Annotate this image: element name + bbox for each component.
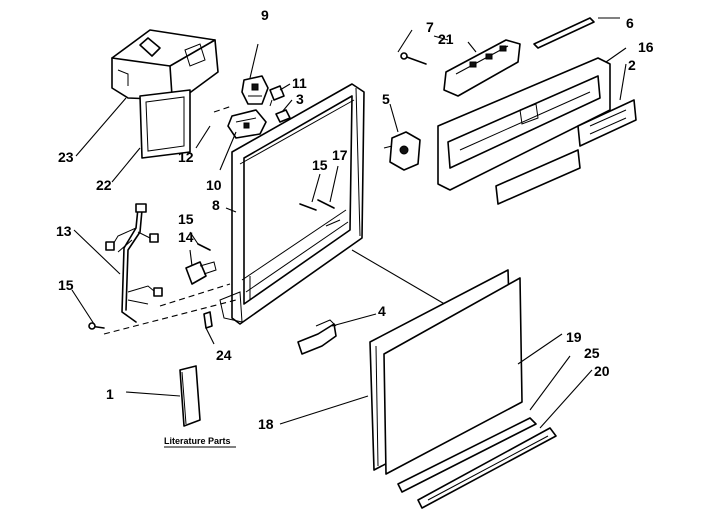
callout-labels: 9 7 21 6 16 2 11 3 5 12 23 15 17 22 10 8… (56, 7, 654, 432)
part-15-screw-left (197, 243, 211, 251)
part-6-trim-strip (533, 17, 595, 49)
leader-lines (71, 17, 627, 429)
part-18-door-panel (369, 269, 523, 475)
part-12-screw-path (213, 105, 233, 113)
part-2-touchpad-overlay (577, 99, 637, 147)
part-14-door-switch (185, 261, 217, 285)
label-17: 17 (332, 147, 348, 163)
harness-path (159, 283, 231, 307)
label-12: 12 (178, 149, 194, 165)
label-3: 3 (296, 91, 304, 107)
literature-caption-group: Literature Parts (164, 436, 236, 448)
label-10: 10 (206, 177, 222, 193)
label-15-left: 15 (178, 211, 194, 227)
part-7-screw (400, 52, 427, 65)
label-22: 22 (96, 177, 112, 193)
label-16: 16 (638, 39, 654, 55)
part-21-control-board (443, 39, 521, 97)
part-10-latch-block (227, 109, 267, 139)
screw-path (103, 299, 237, 335)
part-22-insulation-pad (139, 89, 191, 159)
part-8-inner-door-frame (219, 83, 365, 325)
label-8: 8 (212, 197, 220, 213)
label-25: 25 (584, 345, 600, 361)
part-17-screw (317, 199, 335, 209)
part-4-hinge-strap (297, 319, 337, 355)
label-2: 2 (628, 57, 636, 73)
part-5-switch-module (383, 131, 421, 171)
part-9-hinge-bracket (241, 75, 269, 105)
label-11: 11 (292, 75, 307, 91)
label-5: 5 (382, 91, 390, 107)
label-9: 9 (261, 7, 269, 23)
label-1: 1 (106, 386, 114, 402)
label-23: 23 (58, 149, 74, 165)
label-7: 7 (426, 19, 434, 35)
label-21: 21 (438, 31, 454, 47)
label-6: 6 (626, 15, 634, 31)
label-20: 20 (594, 363, 610, 379)
label-24: 24 (216, 347, 232, 363)
label-15-center: 15 (312, 157, 328, 173)
literature-caption: Literature Parts (164, 436, 231, 446)
label-4: 4 (378, 303, 386, 319)
label-14: 14 (178, 229, 194, 245)
part-23-top-cover (111, 29, 219, 101)
part-1-literature (179, 365, 201, 427)
part-24-clip (203, 311, 213, 329)
panel-dash-line (351, 249, 449, 307)
part-16-console-panel (437, 57, 611, 191)
label-13: 13 (56, 223, 72, 239)
label-15-bottom: 15 (58, 277, 74, 293)
part-15-screw-center (299, 203, 317, 211)
label-18: 18 (258, 416, 274, 432)
console-trim-strip (495, 149, 581, 205)
label-19: 19 (566, 329, 582, 345)
part-15-screw-bottom (88, 322, 105, 330)
part-13-wiring-harness (105, 203, 163, 323)
part-25-trim (397, 417, 537, 493)
part-20-kickplate (417, 427, 557, 509)
